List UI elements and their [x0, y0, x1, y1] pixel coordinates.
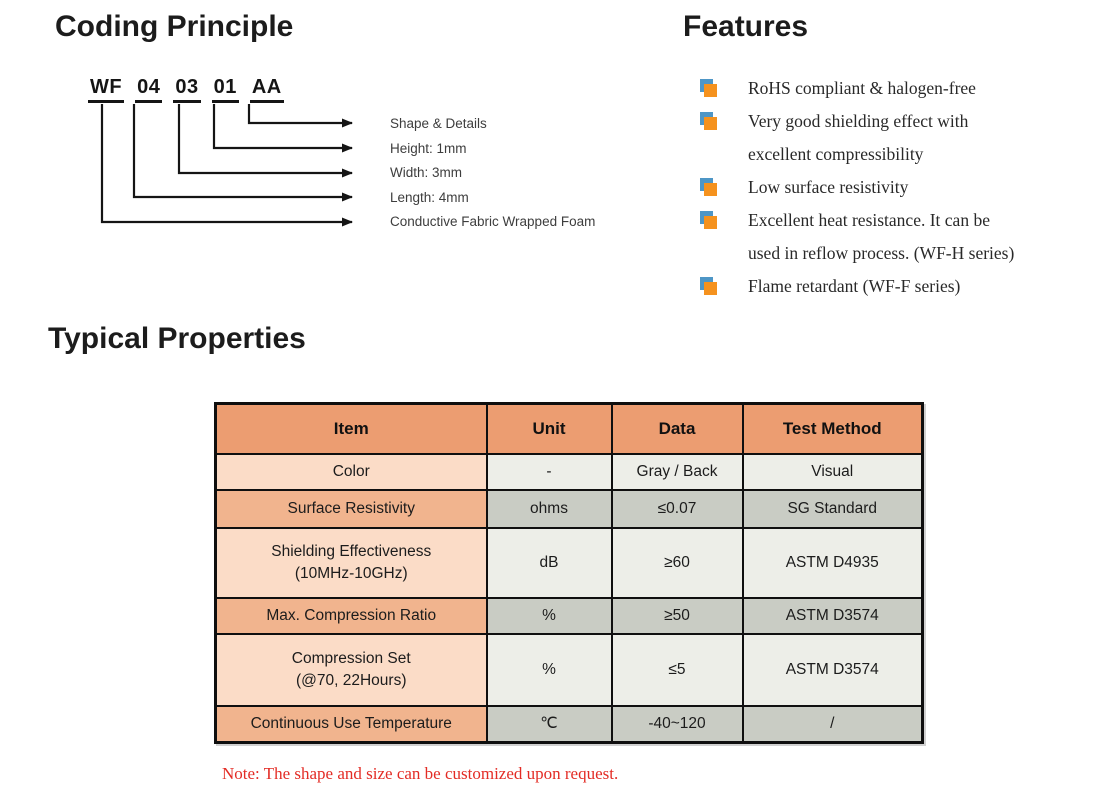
feature-text: Excellent heat resistance. It can be use…	[748, 210, 1015, 263]
code-connector-diagram	[100, 104, 353, 227]
code-segment-length: 04	[135, 76, 163, 103]
cell-unit: %	[485, 596, 613, 635]
connector-line-width	[177, 104, 353, 178]
table-row: Max. Compression Ratio % ≥50 ASTM D3574	[214, 596, 924, 635]
typical-properties-title: Typical Properties	[48, 322, 306, 355]
feature-item: RoHS compliant & halogen-free	[700, 72, 1100, 105]
cell-data: ≥60	[610, 526, 744, 599]
feature-item: Excellent heat resistance. It can be use…	[700, 204, 1100, 270]
cell-test-method: Visual	[741, 452, 924, 491]
connector-line-height	[212, 104, 353, 153]
feature-text: Very good shielding effect with excellen…	[748, 111, 969, 164]
square-bullet-icon	[700, 178, 718, 198]
cell-unit: dB	[485, 526, 613, 599]
features-list: RoHS compliant & halogen-free Very good …	[700, 72, 1100, 303]
connector-line-shape	[247, 104, 353, 128]
coding-principle-title: Coding Principle	[55, 10, 294, 43]
square-bullet-icon	[700, 79, 718, 99]
column-header-unit: Unit	[485, 402, 613, 455]
table-row: Continuous Use Temperature ℃ -40~120 /	[214, 704, 924, 744]
feature-text: Low surface resistivity	[748, 177, 909, 197]
square-bullet-icon	[700, 211, 718, 231]
cell-data: ≥50	[610, 596, 744, 635]
code-label-length: Length: 4mm	[390, 190, 469, 205]
code-label-shape: Shape & Details	[390, 116, 487, 131]
feature-item: Low surface resistivity	[700, 171, 1100, 204]
code-segment-width: 03	[173, 76, 201, 103]
cell-data: ≤5	[610, 632, 744, 707]
code-label-material: Conductive Fabric Wrapped Foam	[390, 214, 596, 229]
cell-item: Surface Resistivity	[214, 488, 488, 529]
code-label-height: Height: 1mm	[390, 141, 467, 156]
table-header-row: Item Unit Data Test Method	[214, 402, 924, 455]
code-label-width: Width: 3mm	[390, 165, 463, 180]
feature-text: Flame retardant (WF-F series)	[748, 276, 961, 296]
feature-text: RoHS compliant & halogen-free	[748, 78, 976, 98]
features-title: Features	[683, 10, 809, 43]
cell-data: ≤0.07	[610, 488, 744, 529]
column-header-data: Data	[610, 402, 744, 455]
cell-unit: ohms	[485, 488, 613, 529]
code-segment-prefix: WF	[88, 76, 125, 103]
cell-unit: -	[485, 452, 613, 491]
cell-test-method: ASTM D3574	[741, 632, 924, 707]
cell-test-method: ASTM D3574	[741, 596, 924, 635]
code-segment-height: 01	[211, 76, 239, 103]
connector-line-material	[100, 104, 353, 227]
table-row: Compression Set (@70, 22Hours) % ≤5 ASTM…	[214, 632, 924, 707]
cell-data: -40~120	[610, 704, 744, 744]
cell-item: Color	[214, 452, 488, 491]
connector-line-length	[132, 104, 353, 202]
cell-test-method: /	[741, 704, 924, 744]
column-header-item: Item	[214, 402, 488, 455]
customization-note: Note: The shape and size can be customiz…	[222, 764, 619, 783]
square-bullet-icon	[700, 277, 718, 297]
cell-test-method: ASTM D4935	[741, 526, 924, 599]
column-header-test-method: Test Method	[741, 402, 924, 455]
cell-unit: ℃	[485, 704, 613, 744]
table-row: Surface Resistivity ohms ≤0.07 SG Standa…	[214, 488, 924, 529]
cell-item: Continuous Use Temperature	[214, 704, 488, 744]
code-segment-shape: AA	[249, 76, 284, 103]
feature-item: Flame retardant (WF-F series)	[700, 270, 1100, 303]
table-row: Color - Gray / Back Visual	[214, 452, 924, 491]
cell-data: Gray / Back	[610, 452, 744, 491]
cell-unit: %	[485, 632, 613, 707]
cell-item: Shielding Effectiveness (10MHz-10GHz)	[214, 526, 488, 599]
table-row: Shielding Effectiveness (10MHz-10GHz) dB…	[214, 526, 924, 599]
cell-item: Compression Set (@70, 22Hours)	[214, 632, 488, 707]
cell-test-method: SG Standard	[741, 488, 924, 529]
cell-item: Max. Compression Ratio	[214, 596, 488, 635]
properties-table: Item Unit Data Test Method Color - Gray …	[214, 402, 924, 744]
feature-item: Very good shielding effect with excellen…	[700, 105, 1100, 171]
square-bullet-icon	[700, 112, 718, 132]
product-code: WF 04 03 01 AA	[88, 76, 295, 103]
